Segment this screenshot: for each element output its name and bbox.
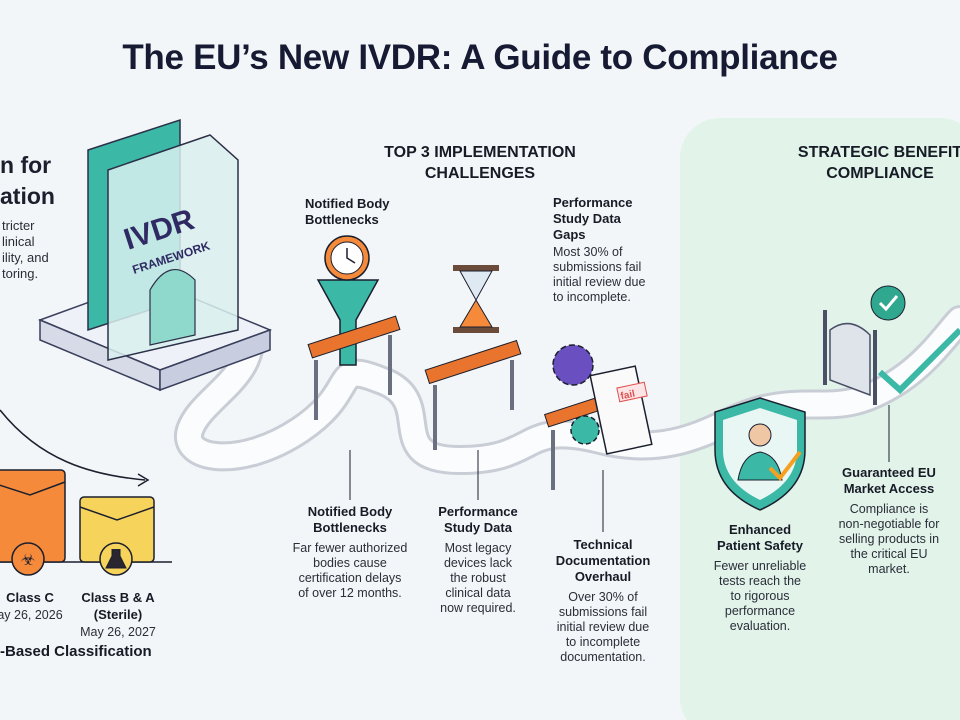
heading-line: TOP 3 IMPLEMENTATION [384, 144, 576, 161]
title-line: Patient Safety [717, 538, 803, 553]
class-date: May 26, 2027 [80, 625, 156, 639]
body-line: Far fewer authorized [292, 541, 408, 555]
clock-funnel-icon [316, 235, 380, 366]
challenge-item: Technical Documentation Overhaul Over 30… [538, 537, 668, 665]
left-heading-line: ation [0, 183, 55, 209]
barrier [424, 339, 522, 450]
barrier [307, 315, 401, 420]
left-body-line: toring. [2, 266, 39, 281]
class-ba-label: Class B & A (Sterile) May 26, 2027 [70, 589, 166, 640]
page-title: The EU’s New IVDR: A Guide to Compliance [122, 38, 838, 77]
challenges-heading: TOP 3 IMPLEMENTATION CHALLENGES [330, 142, 630, 184]
fail-stamp: fail [620, 389, 637, 403]
left-body: tricter linical ility, and toring. [2, 218, 49, 282]
body-line: evaluation. [729, 619, 791, 633]
title-line: Study Data [553, 211, 621, 226]
body-line: tests reach the [719, 574, 801, 588]
svg-text:☣: ☣ [21, 552, 35, 569]
top-label-bottlenecks: Notified Body Bottlenecks [305, 196, 390, 228]
shield-icon [714, 397, 806, 511]
check-icon [870, 285, 906, 321]
class-name: Class C [6, 590, 54, 605]
body-line: non-negotiable for [838, 517, 940, 531]
body-line: selling products in [838, 532, 940, 546]
challenge-item: Performance Study Data Most legacy devic… [418, 504, 538, 616]
left-heading-line: n for [0, 152, 52, 178]
title-line: Technical [573, 537, 633, 552]
gear-icon [552, 344, 594, 386]
class-subname: (Sterile) [93, 607, 143, 622]
body-line: initial review due [556, 620, 650, 634]
body-line: to incomplete [565, 635, 641, 649]
body-line: market. [868, 562, 910, 576]
title-line: Notified Body [305, 196, 390, 211]
class-date: ay 26, 2026 [0, 608, 63, 622]
title-line: Overhaul [574, 569, 632, 584]
body-line: Over 30% of [568, 590, 638, 604]
body-line: of over 12 months. [298, 586, 402, 600]
market-gate-icon [823, 310, 960, 405]
biohazard-icon [11, 542, 45, 576]
body-line: Fewer unreliable [713, 559, 807, 573]
left-body-line: linical [2, 234, 35, 249]
hourglass-icon [453, 265, 499, 333]
body-line: performance [724, 604, 796, 618]
heading-line: STRATEGIC BENEFIT [797, 144, 960, 161]
title-line: Bottlenecks [313, 520, 387, 535]
benefits-heading: STRATEGIC BENEFIT COMPLIANCE [760, 142, 960, 184]
title-line: Study Data [444, 520, 512, 535]
title-line: Notified Body [307, 504, 393, 519]
body-line: clinical data [445, 586, 511, 600]
left-body-line: ility, and [2, 250, 49, 265]
title-line: Bottlenecks [305, 212, 379, 227]
title-line: Performance [438, 504, 518, 519]
left-heading: n for ation [0, 150, 55, 212]
body-line: to rigorous [730, 589, 790, 603]
left-body-line: tricter [2, 218, 35, 233]
body-line: certification delays [298, 571, 402, 585]
classification-footer: -Based Classification [0, 643, 152, 660]
body-line: devices lack [443, 556, 513, 570]
body-line: documentation. [560, 650, 646, 664]
body-line: Compliance is [849, 502, 929, 516]
body-line: submissions fail [553, 260, 642, 274]
body-line: the robust [450, 571, 506, 585]
arrow [0, 409, 146, 481]
title-line: Gaps [553, 227, 586, 242]
body-line: submissions fail [558, 605, 648, 619]
title-line: Performance [553, 195, 633, 210]
class-c-label: Class C ay 26, 2026 [0, 589, 70, 623]
ivdr-framework-gate [37, 118, 273, 392]
body-line: bodies cause [313, 556, 387, 570]
benefit-item: Guaranteed EU Market Access Compliance i… [824, 465, 954, 577]
challenge-item: Notified Body Bottlenecks Far fewer auth… [280, 504, 420, 601]
body-line: Most legacy [444, 541, 512, 555]
title-line: Market Access [843, 481, 935, 496]
top-label-performance-gaps: Performance Study Data Gaps Most 30% of … [553, 195, 645, 305]
title-line: Enhanced [728, 522, 792, 537]
body-line: now required. [440, 601, 516, 615]
body-line: to incomplete. [553, 290, 631, 304]
heading-line: COMPLIANCE [826, 165, 934, 182]
body-line: the critical EU [850, 547, 928, 561]
gear-icon [570, 415, 600, 445]
heading-line: CHALLENGES [424, 165, 536, 182]
benefit-item: Enhanced Patient Safety Fewer unreliable… [700, 522, 820, 634]
title-line: Guaranteed EU [842, 465, 936, 480]
title-line: Documentation [555, 553, 651, 568]
body-line: Most 30% of [553, 245, 623, 259]
class-name: Class B & A [81, 590, 155, 605]
body-line: initial review due [553, 275, 646, 289]
